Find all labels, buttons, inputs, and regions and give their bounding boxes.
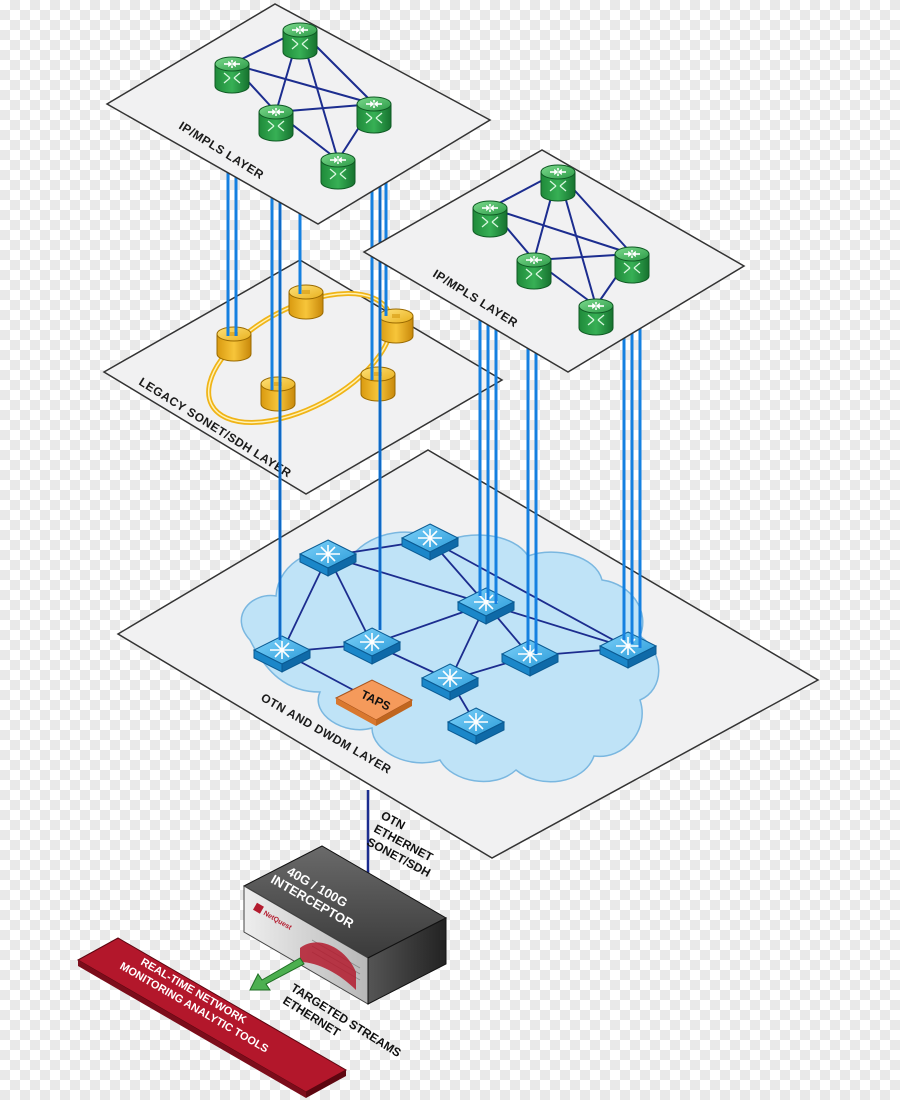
interceptor-side: [367, 917, 447, 1005]
otn-cloud: [240, 531, 660, 783]
otn-dwdm-layer: TAPS OTN AND DWDM LAYER: [116, 449, 820, 859]
sonet-node: [378, 308, 414, 344]
router: [214, 56, 250, 94]
output-arrow: [249, 957, 305, 991]
router: [540, 164, 576, 202]
ip-mpls-top-plane: [105, 3, 492, 225]
sonet-node: [288, 284, 324, 320]
sonet-node: [360, 366, 396, 402]
sonet-node: [260, 376, 296, 412]
router: [258, 104, 294, 142]
taps-tag: TAPS: [334, 679, 414, 726]
router: [320, 152, 356, 190]
analytics-line2: MONITORING ANALYTIC TOOLS: [118, 960, 271, 1055]
sonet-node: [216, 326, 252, 362]
interceptor-appliance: NetQuest 40G / 100G INTERCEPTOR: [242, 845, 448, 1005]
router: [282, 22, 318, 60]
router: [578, 298, 614, 336]
ip-mpls-right-plane: [362, 149, 746, 373]
router: [614, 246, 650, 284]
router: [472, 200, 508, 238]
ip-mpls-top-layer: IP/MPLS LAYER: [105, 3, 492, 225]
router: [356, 96, 392, 134]
router: [516, 252, 552, 290]
